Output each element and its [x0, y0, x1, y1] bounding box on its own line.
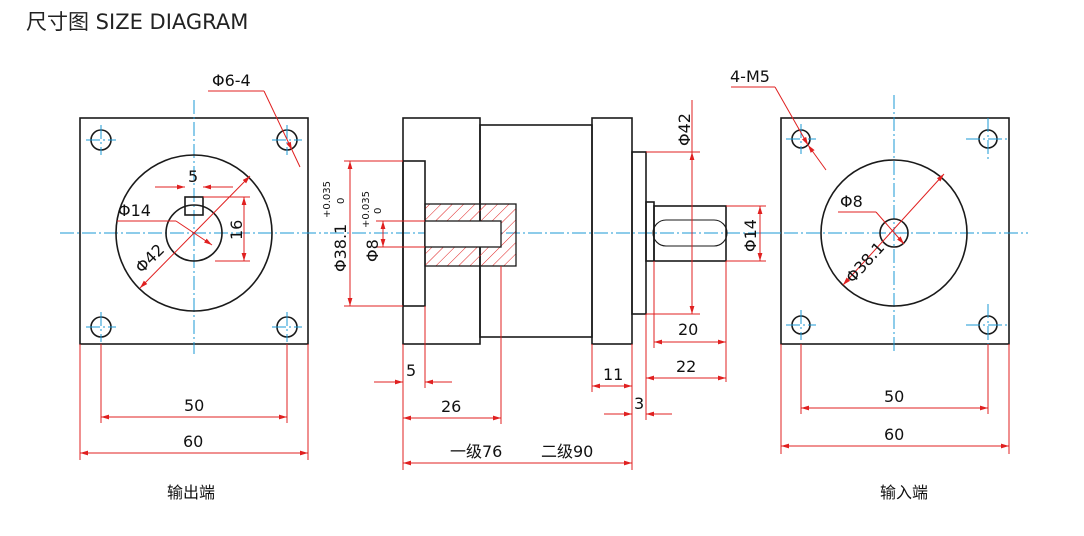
side-input-bore: Φ38.1	[331, 224, 350, 272]
side-dim-11: 11	[603, 365, 623, 384]
side-input-bore-tol-upper: +0.035	[322, 181, 333, 218]
output-flange-width: 60	[183, 432, 203, 451]
output-mount-holes	[86, 125, 302, 342]
input-flange-width: 60	[884, 425, 904, 444]
side-pilot-dia: Φ42	[675, 113, 694, 146]
side-shaft-bore-tol-upper: +0.035	[361, 191, 372, 228]
side-shaft-dia: Φ14	[741, 219, 760, 252]
side-input-bore-tol-lower: 0	[336, 198, 347, 204]
output-pilot-circle	[115, 154, 273, 312]
side-shaft-bore-tol-lower: 0	[373, 208, 384, 214]
input-mount-holes	[786, 118, 1010, 346]
side-dim-26: 26	[441, 397, 461, 416]
output-shaft-dia: Φ14	[118, 201, 151, 220]
input-thread-note: 4-M5	[730, 67, 770, 86]
side-dim-3: 3	[634, 394, 644, 413]
page-title: 尺寸图 SIZE DIAGRAM	[26, 10, 249, 34]
side-coupling-bore	[424, 220, 502, 248]
input-pilot-dia: Φ38.1	[842, 238, 888, 287]
input-hole-pitch: 50	[884, 387, 904, 406]
side-dim-5: 5	[406, 361, 416, 380]
input-bore-dia: Φ8	[840, 192, 863, 211]
output-hole-note: Φ6-4	[212, 71, 251, 90]
output-pilot-dia: Φ42	[131, 240, 168, 277]
side-dim-22: 22	[676, 357, 696, 376]
side-shaft-bore: Φ8	[363, 239, 382, 262]
output-end-label: 输出端	[167, 483, 215, 502]
output-key-height: 16	[227, 220, 246, 240]
output-key-width: 5	[188, 167, 198, 186]
side-stage2-length: 二级90	[541, 442, 593, 461]
input-end-label: 输入端	[880, 483, 928, 502]
input-end-view: 4-M5 Φ8 Φ38.1 50 60 输入端	[730, 67, 1028, 502]
output-hole-pitch: 50	[184, 396, 204, 415]
side-view: Φ38.1 +0.035 0 Φ8 +0.035 0 Φ42 Φ14 5 26	[322, 100, 780, 470]
side-output-flange	[591, 117, 633, 345]
input-pilot-circle	[820, 159, 968, 307]
side-key-slot	[652, 219, 728, 247]
input-flange-outline	[780, 117, 1010, 345]
output-end-view: Φ6-4 5 Φ14 16 Φ42 50 60 输出端	[60, 71, 328, 502]
side-dim-20: 20	[678, 320, 698, 339]
side-stage1-length: 一级76	[450, 442, 502, 461]
